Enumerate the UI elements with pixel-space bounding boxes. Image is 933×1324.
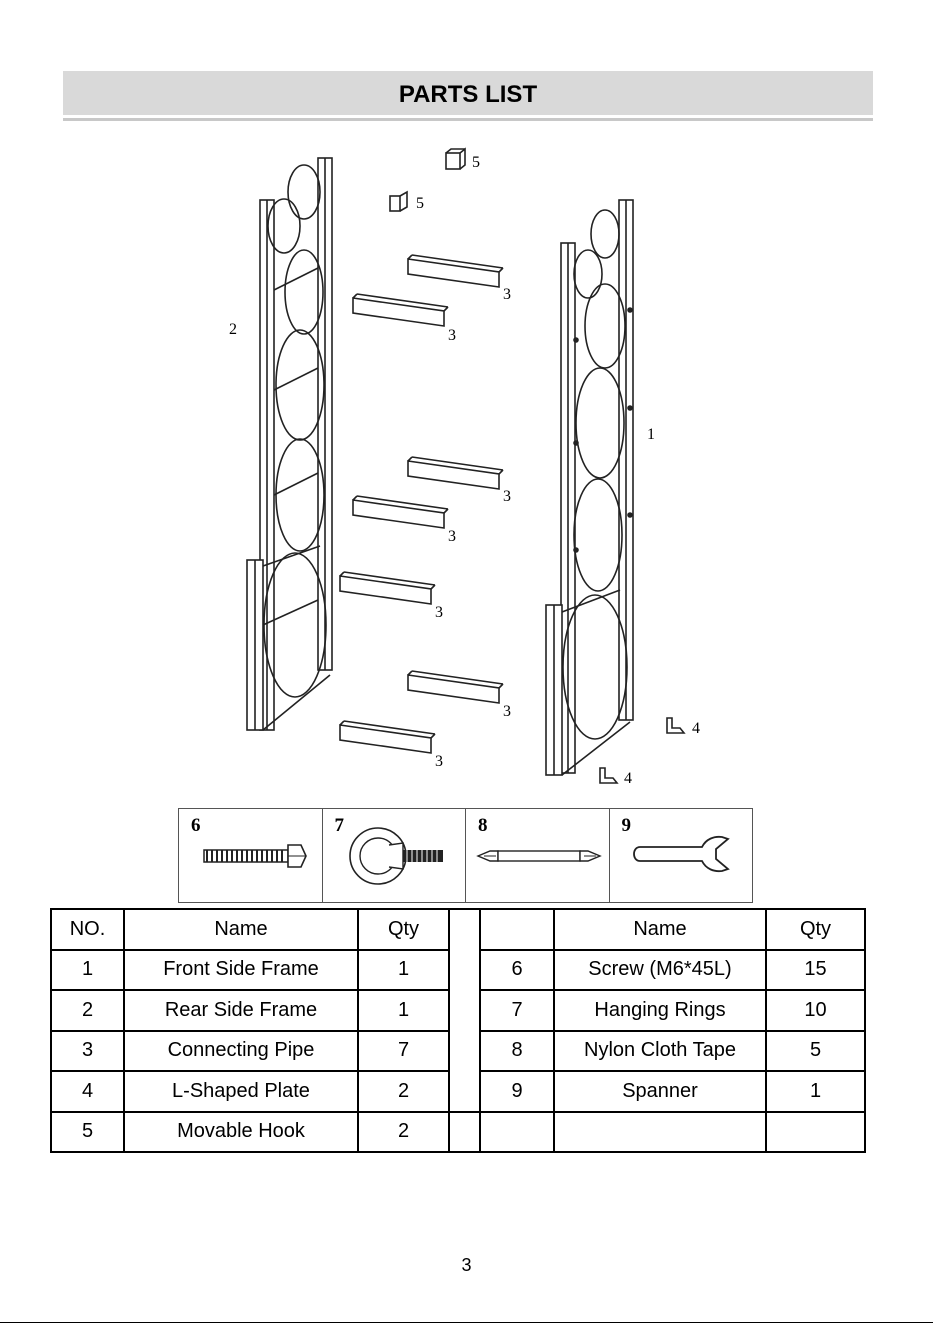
part-qty bbox=[766, 1112, 865, 1153]
front-side-frame-drawing bbox=[546, 200, 633, 775]
nylon-tape-icon bbox=[466, 809, 610, 902]
part-number: 2 bbox=[51, 990, 124, 1031]
part-qty: 7 bbox=[358, 1031, 449, 1072]
table-spacer bbox=[449, 1112, 480, 1153]
parts-table: NO. Name Qty Name Qty 1 Front Side Frame… bbox=[50, 908, 866, 1153]
part-name: Hanging Rings bbox=[554, 990, 766, 1031]
movable-hooks-drawing bbox=[390, 149, 465, 211]
part-number: 3 bbox=[51, 1031, 124, 1072]
table-row: 5 Movable Hook 2 bbox=[51, 1112, 865, 1153]
table-spacer bbox=[449, 1071, 480, 1112]
callout-pipe: 3 bbox=[448, 528, 456, 545]
hardware-cell-ring: 7 bbox=[323, 809, 467, 902]
page-number: 3 bbox=[0, 1255, 933, 1276]
part-name: Spanner bbox=[554, 1071, 766, 1112]
part-name: Movable Hook bbox=[124, 1112, 358, 1153]
page-title: PARTS LIST bbox=[63, 81, 873, 109]
part-number: 6 bbox=[480, 950, 554, 991]
part-qty: 1 bbox=[358, 990, 449, 1031]
table-spacer bbox=[449, 909, 480, 950]
hardware-cell-tape: 8 bbox=[466, 809, 610, 902]
connecting-pipes-drawing bbox=[340, 255, 503, 753]
part-name: Rear Side Frame bbox=[124, 990, 358, 1031]
column-header bbox=[480, 909, 554, 950]
part-number: 7 bbox=[480, 990, 554, 1031]
part-qty: 5 bbox=[766, 1031, 865, 1072]
callout-pipe: 3 bbox=[503, 286, 511, 303]
hardware-cell-spanner: 9 bbox=[610, 809, 753, 902]
part-name: Connecting Pipe bbox=[124, 1031, 358, 1072]
rear-side-frame-drawing bbox=[247, 158, 332, 730]
part-qty: 10 bbox=[766, 990, 865, 1031]
part-number: 5 bbox=[51, 1112, 124, 1153]
column-header: Qty bbox=[766, 909, 865, 950]
hardware-panel: 6 7 bbox=[178, 808, 753, 903]
column-header: Name bbox=[124, 909, 358, 950]
callout-pipe: 3 bbox=[503, 488, 511, 505]
column-header: Name bbox=[554, 909, 766, 950]
callout-pipe: 3 bbox=[435, 753, 443, 770]
table-row: 2 Rear Side Frame 1 7 Hanging Rings 10 bbox=[51, 990, 865, 1031]
callout-front-frame: 1 bbox=[647, 426, 655, 443]
header-divider bbox=[63, 118, 873, 121]
table-header-row: NO. Name Qty Name Qty bbox=[51, 909, 865, 950]
table-spacer bbox=[449, 1031, 480, 1072]
part-name: Nylon Cloth Tape bbox=[554, 1031, 766, 1072]
table-row: 4 L-Shaped Plate 2 9 Spanner 1 bbox=[51, 1071, 865, 1112]
table-spacer bbox=[449, 950, 480, 991]
table-row: 1 Front Side Frame 1 6 Screw (M6*45L) 15 bbox=[51, 950, 865, 991]
hardware-cell-screw: 6 bbox=[179, 809, 323, 902]
part-name: Front Side Frame bbox=[124, 950, 358, 991]
callout-hook: 5 bbox=[472, 154, 480, 171]
table-row: 3 Connecting Pipe 7 8 Nylon Cloth Tape 5 bbox=[51, 1031, 865, 1072]
part-number: 9 bbox=[480, 1071, 554, 1112]
part-number: 1 bbox=[51, 950, 124, 991]
part-name bbox=[554, 1112, 766, 1153]
column-header: Qty bbox=[358, 909, 449, 950]
screw-icon bbox=[179, 809, 323, 902]
callout-pipe: 3 bbox=[503, 703, 511, 720]
exploded-assembly-diagram: 2 1 3 3 3 3 3 3 3 5 5 4 4 bbox=[0, 140, 933, 800]
part-number: 8 bbox=[480, 1031, 554, 1072]
part-qty: 15 bbox=[766, 950, 865, 991]
callout-pipe: 3 bbox=[435, 604, 443, 621]
part-name: Screw (M6*45L) bbox=[554, 950, 766, 991]
part-qty: 2 bbox=[358, 1112, 449, 1153]
section-header: PARTS LIST bbox=[63, 71, 873, 115]
table-spacer bbox=[449, 990, 480, 1031]
part-number bbox=[480, 1112, 554, 1153]
column-header: NO. bbox=[51, 909, 124, 950]
part-name: L-Shaped Plate bbox=[124, 1071, 358, 1112]
footer-divider bbox=[0, 1322, 933, 1323]
part-qty: 1 bbox=[358, 950, 449, 991]
callout-rear-frame: 2 bbox=[229, 321, 237, 338]
part-number: 4 bbox=[51, 1071, 124, 1112]
callout-hook: 5 bbox=[416, 195, 424, 212]
part-qty: 2 bbox=[358, 1071, 449, 1112]
part-qty: 1 bbox=[766, 1071, 865, 1112]
hanging-ring-icon bbox=[323, 809, 467, 902]
callout-plate: 4 bbox=[624, 770, 632, 787]
spanner-icon bbox=[610, 809, 748, 902]
callout-pipe: 3 bbox=[448, 327, 456, 344]
callout-plate: 4 bbox=[692, 720, 700, 737]
